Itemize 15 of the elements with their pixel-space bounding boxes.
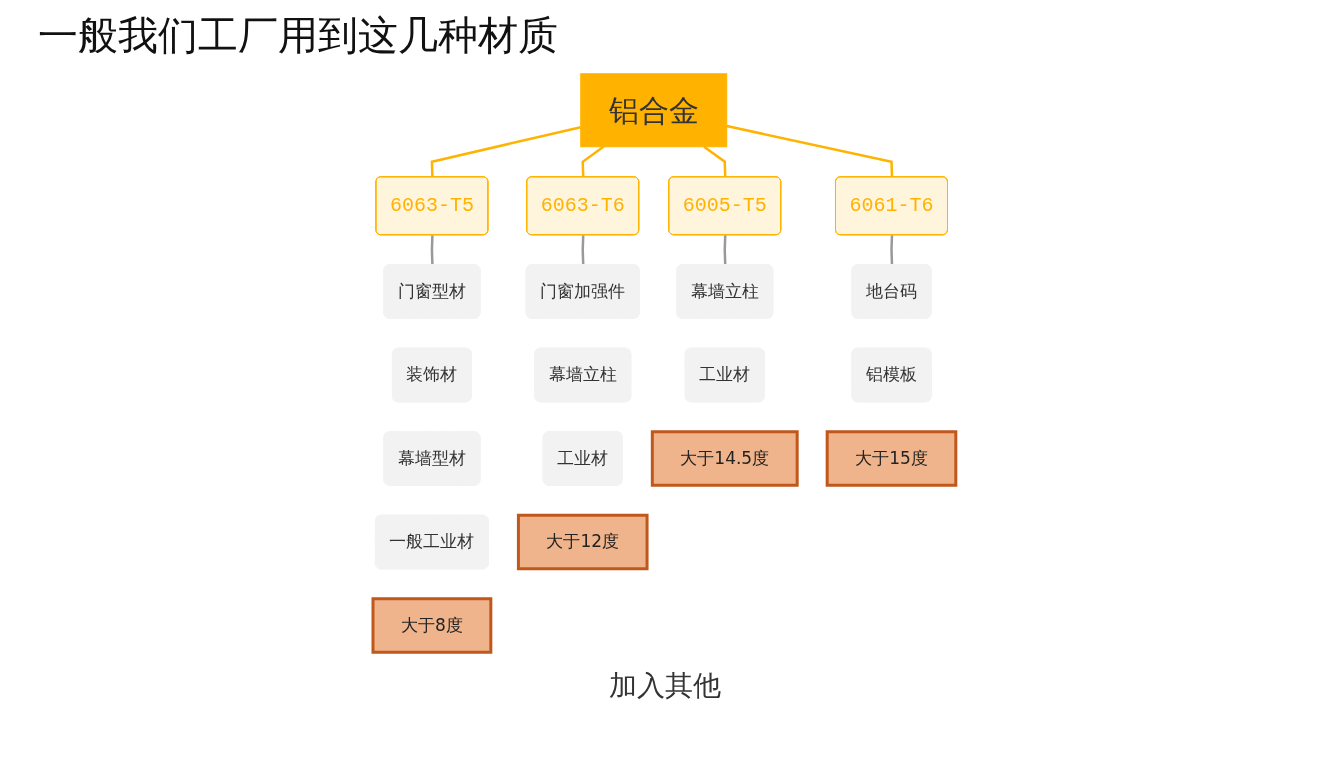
connector [703, 145, 727, 178]
node-box: 铝合金 [580, 73, 728, 148]
connector [581, 235, 585, 266]
title: 一般我们工厂用到这几种材质 [38, 11, 559, 60]
node-box: 大于8度 [371, 597, 493, 654]
connector [890, 235, 894, 266]
node-box: 大于14.5度 [650, 430, 799, 487]
connector [726, 124, 894, 178]
node-box: 大于15度 [825, 430, 958, 487]
connector [581, 145, 605, 178]
note-text: 加入其他 [608, 668, 721, 704]
node-box: 大于12度 [517, 513, 649, 571]
connector [430, 126, 582, 178]
connector [723, 235, 727, 266]
connector [430, 235, 434, 266]
